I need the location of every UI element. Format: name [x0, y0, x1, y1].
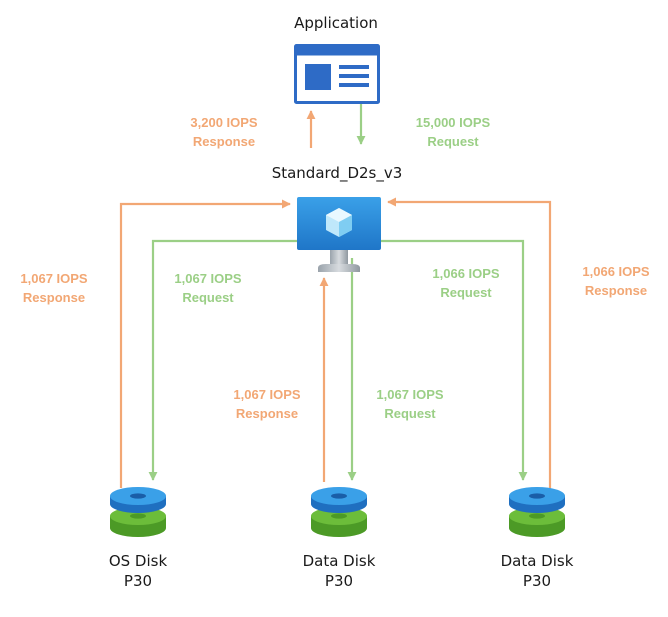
application-window-icon — [294, 44, 380, 104]
data-disk-1-request-label: 1,067 IOPS Request — [364, 385, 456, 423]
data-disk-2-label: Data Disk P30 — [487, 551, 587, 591]
data-disk-2-name: Data Disk — [500, 552, 574, 570]
os-disk-tier: P30 — [123, 572, 153, 590]
data-disk-1-icon — [311, 487, 367, 537]
os-disk-response-arrow — [119, 199, 291, 488]
data-disk-1-label: Data Disk P30 — [289, 551, 389, 591]
virtual-machine-icon — [297, 197, 381, 272]
data-disk-1-request-kind: Request — [384, 406, 436, 421]
data-disk-1-name: Data Disk — [302, 552, 376, 570]
os-disk-response-label: 1,067 IOPS Response — [8, 269, 100, 307]
os-disk-label: OS Disk P30 — [88, 551, 188, 591]
data-disk-2-response-kind: Response — [584, 283, 648, 298]
data-disk-2-icon — [509, 487, 565, 537]
app-response-value: 3,200 IOPS — [190, 115, 258, 130]
os-disk-icon — [110, 487, 166, 537]
data-disk-2-request-value: 1,066 IOPS — [432, 266, 500, 281]
os-disk-request-arrow — [148, 239, 298, 481]
os-disk-request-label: 1,067 IOPS Request — [162, 269, 254, 307]
data-disk-2-request-kind: Request — [440, 285, 492, 300]
app-request-kind: Request — [427, 134, 479, 149]
os-disk-response-value: 1,067 IOPS — [20, 271, 88, 286]
data-disk-2-response-value: 1,066 IOPS — [582, 264, 650, 279]
data-disk-2-response-arrow — [387, 197, 552, 490]
data-disk-2-tier: P30 — [522, 572, 552, 590]
data-disk-2-request-label: 1,066 IOPS Request — [420, 264, 512, 302]
os-disk-response-kind: Response — [22, 290, 86, 305]
app-response-kind: Response — [192, 134, 256, 149]
app-response-label: 3,200 IOPS Response — [178, 113, 270, 151]
data-disk-2-request-arrow — [380, 239, 528, 481]
data-disk-1-response-label: 1,067 IOPS Response — [221, 385, 313, 423]
data-disk-1-request-value: 1,067 IOPS — [376, 387, 444, 402]
vm-size-title: Standard_D2s_v3 — [271, 164, 403, 182]
data-disk-1-tier: P30 — [324, 572, 354, 590]
data-disk-1-response-value: 1,067 IOPS — [233, 387, 301, 402]
data-disk-2-response-label: 1,066 IOPS Response — [570, 262, 662, 300]
application-title: Application — [294, 14, 378, 32]
data-disk-1-response-kind: Response — [235, 406, 299, 421]
os-disk-request-kind: Request — [182, 290, 234, 305]
os-disk-request-value: 1,067 IOPS — [174, 271, 242, 286]
os-disk-name: OS Disk — [108, 552, 168, 570]
app-request-value: 15,000 IOPS — [415, 115, 491, 130]
app-request-label: 15,000 IOPS Request — [403, 113, 503, 151]
